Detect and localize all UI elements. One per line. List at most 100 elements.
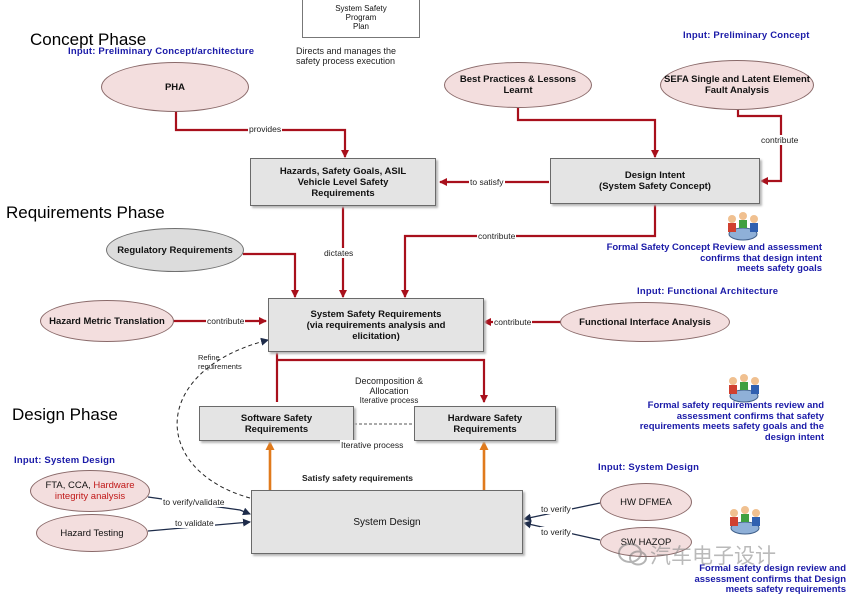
input-preliminary-architecture: Input: Preliminary Concept/architecture [68,46,255,57]
software-safety-box: Software Safety Requirements [199,406,354,441]
meeting-icon [729,374,759,403]
program-plan-line-3: Plan [352,21,369,31]
best-practices-node: Best Practices & Lessons Learnt [444,62,592,108]
sefa-line-1: SEFA [664,74,689,85]
design-intent-line-2: (System Safety Concept) [599,181,711,192]
design-intent-box: Design Intent (System Safety Concept) [550,158,760,204]
hazard-metric-line-2: Translation [114,315,165,327]
concept-review-note: Formal Safety Concept Review and assessm… [540,242,822,275]
label-provides: provides [248,124,283,134]
sw-hazop-label: SW HAZOP [620,536,672,548]
label-decomposition: Decomposition & Allocation Iterative pro… [330,376,448,406]
software-line-2: Requirements [244,423,309,435]
system-design-label: System Design [353,516,421,528]
edge-regulatory [243,252,299,298]
best-practices-line-1: Best Practices & [459,74,535,85]
requirements-review-line-3: requirements meets safety goals and the [639,421,824,432]
label-refine-line-1: Refine [198,353,220,362]
edge-refine [176,337,269,499]
design-review-line-1: Formal safety design review and [699,563,846,574]
label-contribute-intent: contribute [477,231,517,241]
hw-dfmea-line-2: DFMEA [638,496,672,508]
edge-decomposition [275,350,484,402]
fta-line-2: Hardware integrity [54,480,135,502]
edge-contribute-intent [401,204,657,298]
ssr-line-3: elicitation) [352,330,400,342]
hazard-testing-line-2: Testing [93,527,124,539]
requirements-review-note: Formal safety requirements review and as… [578,400,824,443]
functional-interface-node: Functional Interface Analysis [560,302,730,342]
meeting-icon [730,506,760,535]
sefa-line-2: Single and Latent [691,74,771,85]
program-plan-box: System Safety Program Plan [302,0,420,38]
label-iterative-1: Iterative process [359,396,419,405]
label-contribute-fia: contribute [493,317,533,327]
design-review-note: Formal safety design review and assessme… [628,563,846,596]
system-design-box: System Design [251,490,523,554]
sefa-node: SEFA Single and Latent Element Fault Ana… [660,60,814,110]
design-intent-line-1: Design Intent [624,170,686,181]
label-verify-validate: to verify/validate [162,497,226,507]
pha-label: PHA [164,81,186,93]
watermark-text: 汽车电子设计 [650,544,776,568]
program-plan-caption-2: safety process execution [296,56,396,66]
label-verify-sw: to verify [540,527,572,537]
label-decomposition-line-2: Allocation [369,386,409,396]
input-system-design-right: Input: System Design [598,462,700,473]
hw-dfmea-node: HW DFMEA [600,483,692,521]
hazard-metric-line-1: Hazard Metric [49,315,112,327]
functional-interface-line-1: Functional Interface [579,316,670,328]
hardware-safety-box: Hardware Safety Requirements [414,406,556,441]
label-satisfy-requirements: Satisfy safety requirements [301,473,415,483]
concept-review-line-1: Formal Safety Concept Review and assessm… [606,242,822,253]
wechat-logo-icon [618,543,647,566]
edge-provides [174,111,349,158]
pha-node: PHA [101,62,249,112]
hw-dfmea-line-1: HW [620,496,636,508]
fta-line-1: FTA, CCA, [45,480,91,491]
meeting-icon [728,212,758,241]
program-plan-caption-1: Directs and manages the [296,46,397,56]
hazards-line-3: Requirements [311,187,375,199]
label-decomposition-line-1: Decomposition & [354,376,424,386]
concept-phase-title: Concept Phase [30,30,147,49]
software-line-1: Software Safety [240,412,313,424]
requirements-review-line-4: design intent [764,431,824,443]
program-plan-line-2: Program [345,12,377,22]
label-verify-hw: to verify [540,504,572,514]
label-contribute-metric: contribute [206,316,246,326]
fta-node: FTA, CCA, Hardware integrity analysis [30,470,150,512]
label-refine: Refine requirements [198,353,242,371]
hardware-line-1: Hardware Safety [447,412,523,424]
hazards-line-2: Vehicle Level Safety [297,176,389,188]
hardware-line-2: Requirements [453,423,517,435]
fta-line-3: analysis [90,491,126,502]
hazard-testing-node: Hazard Testing [36,514,148,552]
concept-review-line-3: meets safety goals [736,263,822,274]
ssr-line-2: (via requirements analysis and [306,319,446,331]
sefa-line-3: Element Fault Analysis [704,74,810,96]
requirements-phase-title: Requirements Phase [6,203,165,222]
label-dictates: dictates [323,248,355,258]
regulatory-line-1: Regulatory [117,244,167,256]
label-iterative-2: Iterative process [340,440,405,450]
program-plan-line-1: System Safety [335,3,387,13]
design-phase-title: Design Phase [12,405,118,424]
requirements-review-line-2: assessment confirms that safety [676,410,824,422]
hazard-metric-node: Hazard Metric Translation [40,300,174,342]
input-system-design-left: Input: System Design [14,455,116,466]
program-plan-caption: Directs and manages the safety process e… [296,46,426,66]
edge-contribute-sefa [736,106,783,185]
design-review-line-2: assessment confirms that Design [694,573,846,585]
label-contribute-sefa: contribute [760,135,800,145]
system-safety-requirements-box: System Safety Requirements (via requirem… [268,298,484,352]
concept-review-line-2: confirms that design intent [700,252,822,264]
label-to-satisfy: to satisfy [469,177,505,187]
best-practices-line-2: Lessons Learnt [503,74,577,96]
hazard-testing-line-1: Hazard [60,527,92,539]
edge-best-practices [516,106,659,158]
input-functional-architecture: Input: Functional Architecture [637,286,779,297]
input-preliminary-concept: Input: Preliminary Concept [683,30,810,41]
label-refine-line-2: requirements [198,361,242,371]
hazards-box: Hazards, Safety Goals, ASIL Vehicle Leve… [250,158,436,206]
